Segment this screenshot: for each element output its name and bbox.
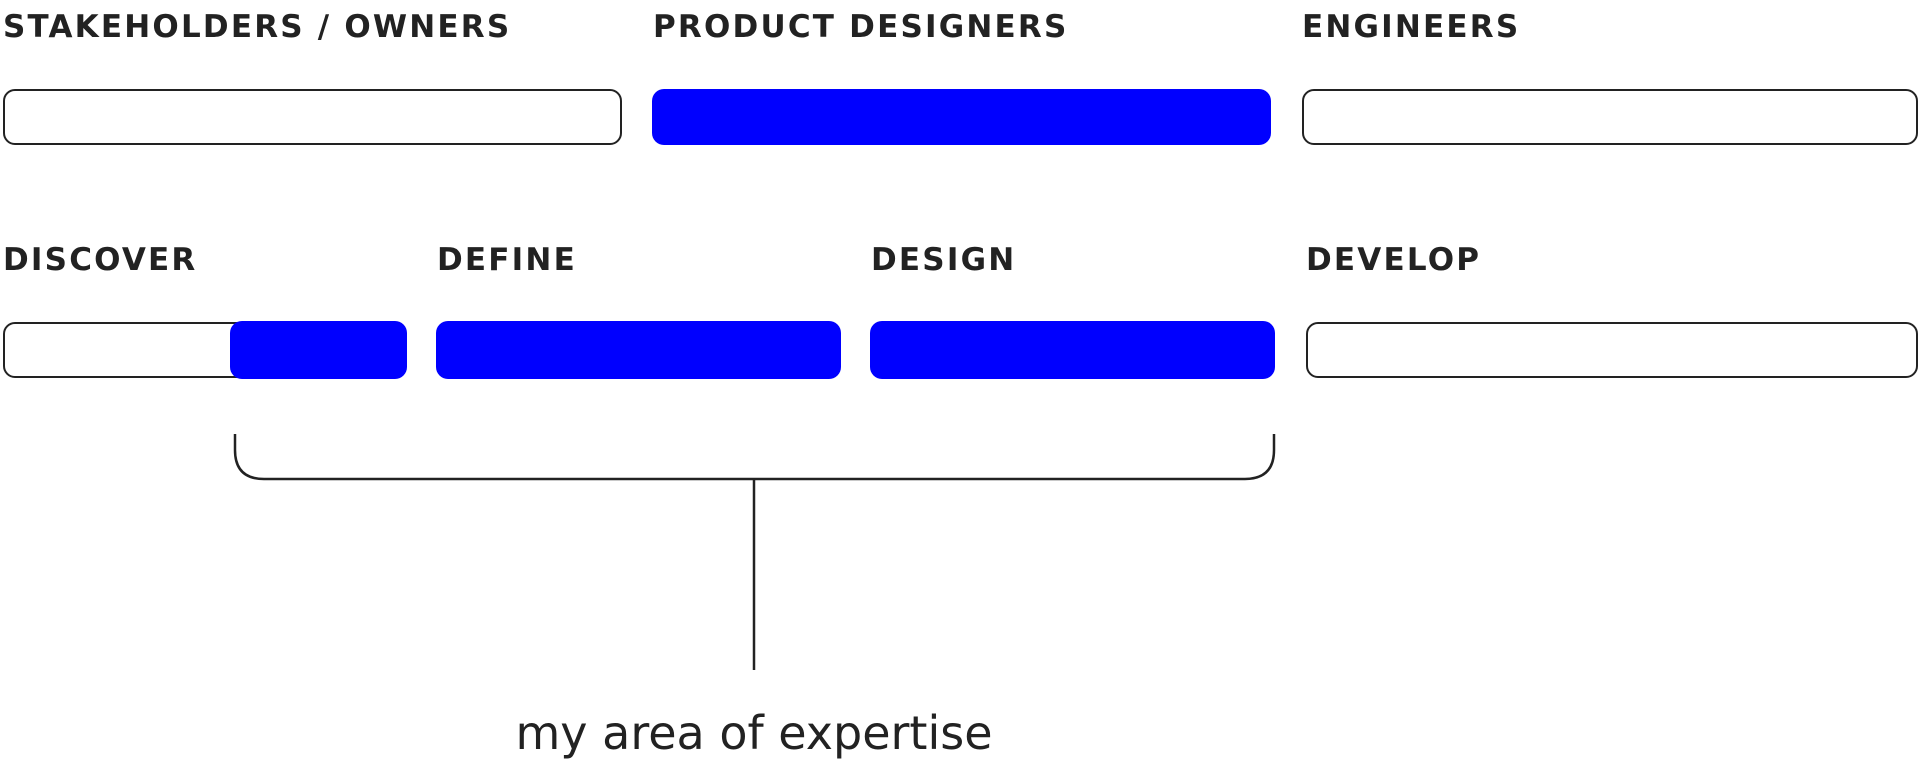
role-label-engineers: ENGINEERS — [1302, 9, 1521, 45]
role-bar-stakeholders — [3, 89, 622, 145]
role-label-stakeholders: STAKEHOLDERS / OWNERS — [3, 9, 512, 45]
role-bar-product-designers — [652, 89, 1271, 145]
phase-bar-define — [436, 321, 841, 379]
phase-label-develop: DEVELOP — [1306, 242, 1482, 278]
phase-bar-discover-highlight — [230, 321, 407, 379]
phase-label-define: DEFINE — [437, 242, 577, 278]
phase-bar-develop — [1306, 322, 1918, 378]
role-label-product-designers: PRODUCT DESIGNERS — [653, 9, 1069, 45]
expertise-caption: my area of expertise — [515, 706, 993, 760]
phase-label-design: DESIGN — [871, 242, 1017, 278]
phase-bar-design — [870, 321, 1275, 379]
role-bar-engineers — [1302, 89, 1918, 145]
expertise-bracket — [233, 434, 1276, 481]
phase-label-discover: DISCOVER — [3, 242, 198, 278]
